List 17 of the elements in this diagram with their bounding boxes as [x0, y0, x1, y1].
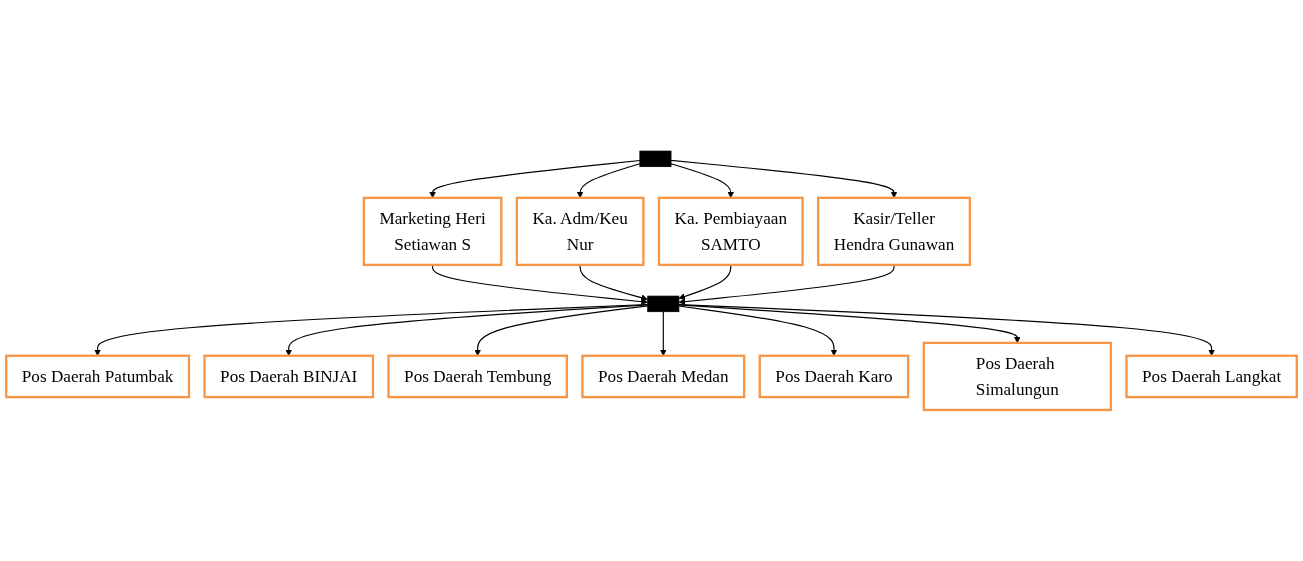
node-box: Kasir/Teller Hendra Gunawan: [817, 196, 972, 267]
node-box: Pos Daerah Karo: [758, 354, 910, 399]
arrow: [678, 264, 732, 300]
node-box: Pos Daerah Langkat: [1125, 354, 1298, 399]
node-box: Pos Daerah Medan: [581, 354, 746, 399]
node-box: Ka. Pembiayaan SAMTO: [657, 196, 804, 267]
arrow: [678, 264, 895, 306]
node-bar: [639, 150, 672, 168]
arrow: [579, 264, 648, 302]
arrow: [432, 264, 648, 306]
node-bar: [647, 295, 680, 313]
node-box: Marketing Heri Setiawan S: [362, 196, 503, 267]
node-box: Pos Daerah Patumbak: [5, 354, 191, 399]
node-box: Pos Daerah Tembung: [387, 354, 568, 399]
node-box: Pos Daerah Simalungun: [922, 341, 1113, 412]
node-box: Ka. Adm/Keu Nur: [515, 196, 645, 267]
node-box: Pos Daerah BINJAI: [203, 354, 375, 399]
